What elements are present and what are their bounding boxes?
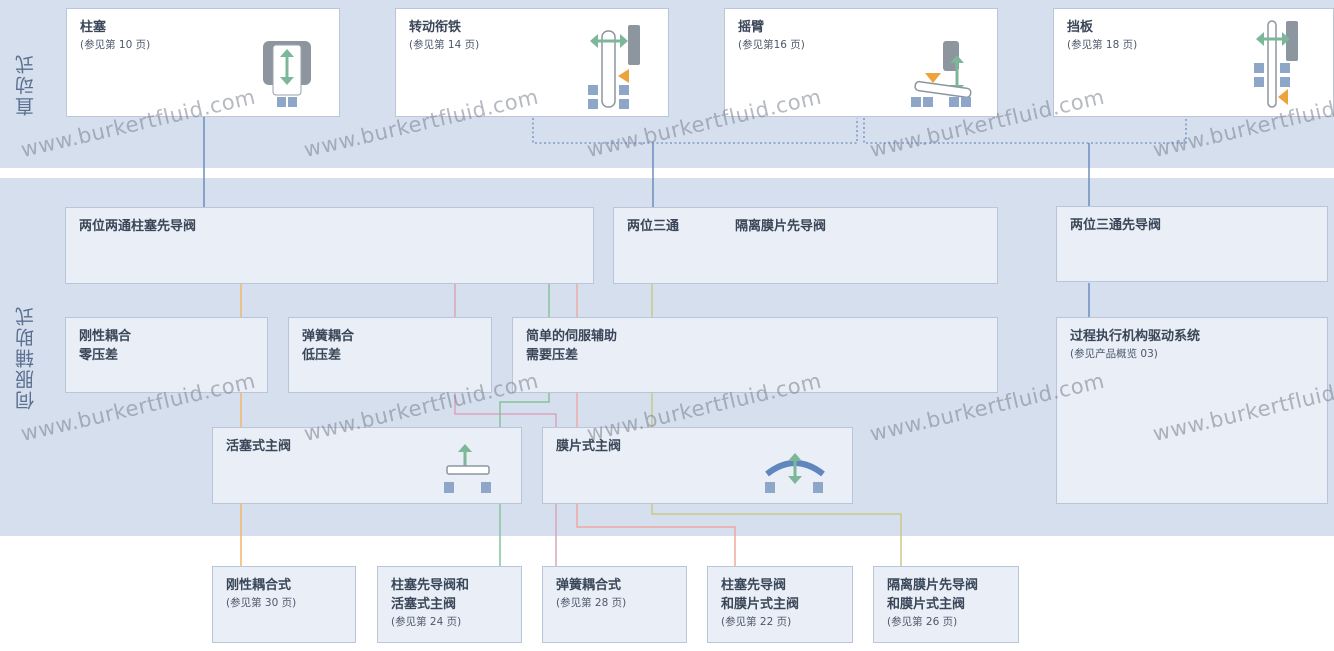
servo-assist-line1: 简单的伺服辅助 <box>526 329 618 344</box>
result-rigid-title: 刚性耦合式 <box>226 578 292 593</box>
plunger-pilot-box[interactable]: 两位两通柱塞先导阀 <box>65 207 594 284</box>
process-actuator-title: 过程执行机构驱动系统 <box>1070 329 1201 344</box>
diaphragm-main-valve-box[interactable]: 膜片式主阀 <box>542 427 853 504</box>
result-plunger-diaphragm[interactable]: 柱塞先导阀 和膜片式主阀 (参见第 22 页) <box>707 566 853 643</box>
rocker-icon <box>911 41 972 107</box>
plunger-card[interactable]: 柱塞 (参见第 10 页) <box>66 8 340 117</box>
result-spring-title: 弹簧耦合式 <box>556 578 622 593</box>
flipper-ref: (参见第 18 页) <box>1067 39 1138 51</box>
flipper-title: 挡板 <box>1067 20 1094 35</box>
result-isolating-diaphragm-line2: 和膜片式主阀 <box>887 597 966 612</box>
spring-coupling-box[interactable]: 弹簧耦合 低压差 <box>288 317 492 393</box>
rocker-title: 摇臂 <box>738 20 765 35</box>
plunger-pilot-title: 两位两通柱塞先导阀 <box>79 219 197 234</box>
piston-main-valve-title: 活塞式主阀 <box>226 439 292 454</box>
isolating-diaphragm-label: 隔离膜片先导阀 <box>735 219 827 234</box>
result-plunger-piston-ref: (参见第 24 页) <box>391 616 462 628</box>
three-way-label: 两位三通 <box>627 219 680 234</box>
flipper-card[interactable]: 挡板 (参见第 18 页) <box>1053 8 1334 117</box>
plunger-title: 柱塞 <box>80 20 107 35</box>
piston-valve-icon <box>444 444 491 493</box>
servo-assist-line2: 需要压差 <box>526 348 579 363</box>
result-plunger-piston[interactable]: 柱塞先导阀和 活塞式主阀 (参见第 24 页) <box>377 566 522 643</box>
isolating-diaphragm-pilot-box[interactable]: 两位三通 隔离膜片先导阀 <box>613 207 998 284</box>
diaphragm-valve-icon <box>765 453 825 493</box>
process-actuator-ref: (参见产品概览 03) <box>1070 348 1158 360</box>
rigid-coupling-box[interactable]: 刚性耦合 零压差 <box>65 317 268 393</box>
rocker-ref: (参见第16 页) <box>738 39 805 51</box>
process-actuator-box[interactable]: 过程执行机构驱动系统 (参见产品概览 03) <box>1056 317 1328 504</box>
flipper-icon <box>1254 20 1298 108</box>
result-plunger-piston-line1: 柱塞先导阀和 <box>391 578 470 593</box>
pivoted-armature-ref: (参见第 14 页) <box>409 39 480 51</box>
three-way-pilot-box[interactable]: 两位三通先导阀 <box>1056 206 1328 282</box>
pivoted-armature-card[interactable]: 转动衔铁 (参见第 14 页) <box>395 8 669 117</box>
plunger-icon <box>263 41 311 107</box>
pivoted-armature-icon <box>588 25 640 109</box>
result-isolating-diaphragm[interactable]: 隔离膜片先导阀 和膜片式主阀 (参见第 26 页) <box>873 566 1019 643</box>
result-spring[interactable]: 弹簧耦合式 (参见第 28 页) <box>542 566 687 643</box>
result-plunger-piston-line2: 活塞式主阀 <box>391 597 457 612</box>
result-plunger-diaphragm-ref: (参见第 22 页) <box>721 616 792 628</box>
result-plunger-diaphragm-line1: 柱塞先导阀 <box>721 578 787 593</box>
result-isolating-diaphragm-ref: (参见第 26 页) <box>887 616 958 628</box>
pivoted-armature-title: 转动衔铁 <box>409 20 462 35</box>
result-spring-ref: (参见第 28 页) <box>556 597 627 609</box>
result-plunger-diaphragm-line2: 和膜片式主阀 <box>721 597 800 612</box>
rigid-coupling-line1: 刚性耦合 <box>79 329 132 344</box>
result-rigid[interactable]: 刚性耦合式 (参见第 30 页) <box>212 566 356 643</box>
servo-assist-box[interactable]: 简单的伺服辅助 需要压差 <box>512 317 998 393</box>
result-isolating-diaphragm-line1: 隔离膜片先导阀 <box>887 578 979 593</box>
rigid-coupling-line2: 零压差 <box>79 348 119 363</box>
plunger-ref: (参见第 10 页) <box>80 39 151 51</box>
rocker-card[interactable]: 摇臂 (参见第16 页) <box>724 8 998 117</box>
diaphragm-main-valve-title: 膜片式主阀 <box>556 439 622 454</box>
piston-main-valve-box[interactable]: 活塞式主阀 <box>212 427 522 504</box>
spring-coupling-line2: 低压差 <box>302 348 342 363</box>
spring-coupling-line1: 弹簧耦合 <box>302 329 355 344</box>
three-way-pilot-title: 两位三通先导阀 <box>1070 218 1162 233</box>
result-rigid-ref: (参见第 30 页) <box>226 597 297 609</box>
